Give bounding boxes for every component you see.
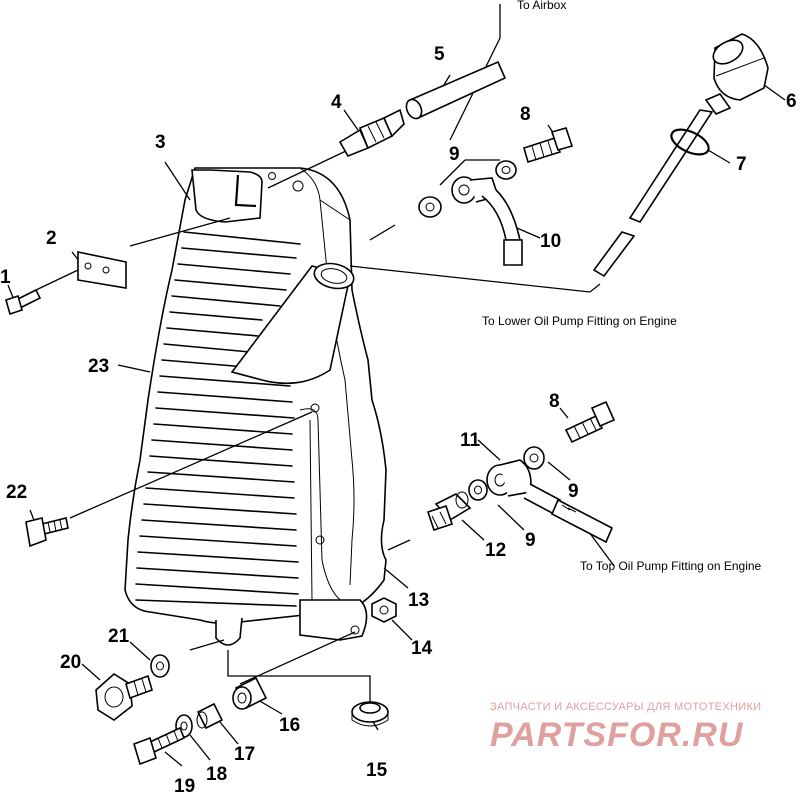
callout-5: 5 [434, 44, 445, 65]
callout-14: 14 [411, 638, 433, 659]
callout-22: 22 [6, 482, 27, 503]
spacer-16 [232, 676, 268, 710]
callout-19: 19 [174, 776, 195, 794]
vent-hose-5 [405, 60, 507, 120]
callout-6: 6 [786, 91, 797, 112]
leader-lines [7, 4, 786, 767]
note-to-airbox: To Airbox [517, 0, 566, 12]
callout-23: 23 [88, 356, 109, 377]
banjo-bolt-8-mid [564, 400, 616, 444]
oil-cap-dipstick-6 [592, 33, 769, 278]
callout-4: 4 [331, 92, 342, 113]
callout-21: 21 [108, 626, 130, 647]
callout-9-lower: 9 [525, 530, 536, 551]
watermark-tagline: ЗАПЧАСТИ И АКСЕССУАРЫ ДЛЯ МОТОТЕХНИКИ [490, 701, 761, 713]
callout-13: 13 [408, 590, 429, 611]
fitting-12 [426, 491, 472, 532]
callout-1: 1 [0, 267, 11, 288]
banjo-bolt-8-top [523, 127, 574, 164]
sleeve-17 [196, 702, 224, 730]
bolt-19 [133, 726, 186, 766]
grommet-15 [351, 701, 389, 727]
callout-18: 18 [206, 764, 227, 785]
callout-12: 12 [485, 540, 506, 561]
bolt-1 [5, 288, 42, 316]
watermark: ЗАПЧАСТИ И АКСЕССУАРЫ ДЛЯ МОТОТЕХНИКИ PA… [490, 701, 761, 754]
callout-7: 7 [736, 154, 747, 175]
banjo-fitting-10 [451, 176, 523, 266]
tank-ribs [135, 231, 301, 607]
callout-16: 16 [279, 715, 300, 736]
callout-8-top: 8 [520, 104, 531, 125]
callout-10: 10 [540, 231, 561, 252]
callout-20: 20 [60, 652, 81, 673]
callout-9-top: 9 [449, 144, 460, 165]
washers-9-top [418, 160, 517, 218]
bolt-22 [25, 517, 69, 548]
bracket-2 [77, 251, 127, 289]
banjo-fitting-11 [486, 459, 614, 544]
callout-11: 11 [460, 430, 481, 451]
callout-2: 2 [46, 228, 57, 249]
drain-bolt-20 [95, 673, 153, 721]
callout-17: 17 [234, 744, 255, 765]
callout-15: 15 [366, 760, 388, 781]
callout-9-right: 9 [568, 481, 579, 502]
washers-9-mid [468, 446, 545, 501]
callout-8-mid: 8 [549, 391, 560, 412]
callout-3: 3 [155, 132, 166, 153]
nut-14 [371, 597, 397, 623]
watermark-logo: PARTSFOR.RU [490, 716, 744, 754]
oil-tank [124, 167, 387, 646]
note-to-top-oil-pump: To Top Oil Pump Fitting on Engine [580, 559, 762, 573]
note-to-lower-oil-pump: To Lower Oil Pump Fitting on Engine [482, 314, 677, 328]
vent-fitting-4 [338, 108, 405, 158]
washer-21 [150, 654, 170, 678]
